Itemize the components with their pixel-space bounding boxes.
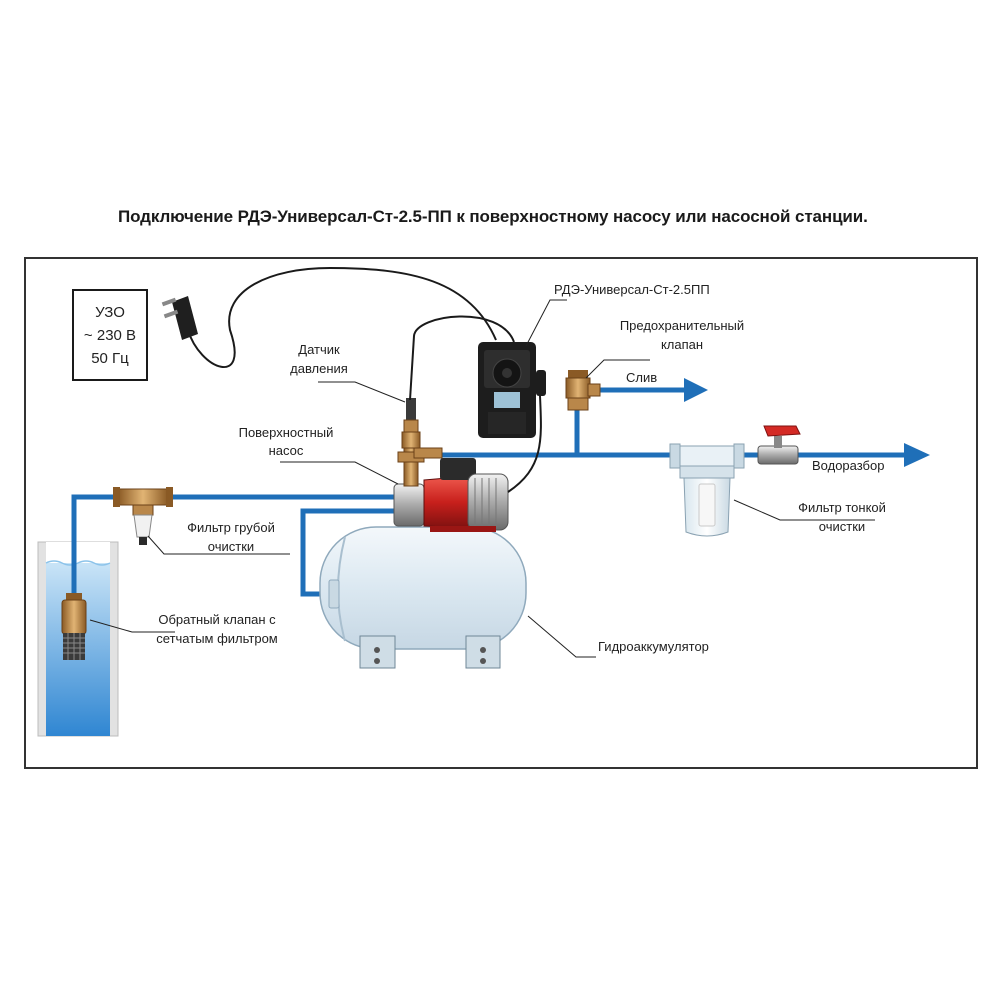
tank-pipe <box>300 508 398 597</box>
pump-cable <box>507 395 542 493</box>
pump-label-line2: насос <box>269 443 304 458</box>
uzo-label-line2: ~ 230 В <box>84 327 136 344</box>
check-valve-label-line1: Обратный клапан с <box>158 612 276 627</box>
pressure-sensor <box>401 398 421 449</box>
sensor-label-line2: давления <box>290 361 348 376</box>
rde-controller <box>478 342 546 438</box>
uzo-label-line1: УЗО <box>95 304 125 321</box>
pump-label-line1: Поверхностный <box>239 425 334 440</box>
check-valve-with-strainer <box>61 593 87 660</box>
safety-valve-label-line1: Предохранительный <box>620 318 744 333</box>
leader-lines <box>89 299 875 658</box>
cables <box>187 266 542 493</box>
drain-arrow-icon <box>684 378 708 402</box>
sensor-label-line1: Датчик <box>298 342 340 357</box>
power-plug-icon <box>161 296 198 340</box>
fine-filter-label-line1: Фильтр тонкой <box>798 500 886 515</box>
drain-label: Слив <box>626 370 657 385</box>
coarse-filter-label-line1: Фильтр грубой <box>187 520 275 535</box>
fine-filter <box>669 443 745 537</box>
safety-valve <box>565 370 601 411</box>
check-valve-label-line2: сетчатым фильтром <box>156 631 278 646</box>
coarse-filter-label-line2: очистки <box>208 539 254 554</box>
controller-label: РДЭ-Универсал-Ст-2.5ПП <box>554 282 710 297</box>
fine-filter-label-line2: очистки <box>819 519 865 534</box>
accumulator-label: Гидроаккумулятор <box>598 639 709 654</box>
uzo-box: УЗО ~ 230 В 50 Гц <box>72 289 148 381</box>
ball-valve <box>757 425 801 465</box>
suction-pipe <box>71 494 398 600</box>
sensor-cable <box>409 315 515 401</box>
diagram-title: Подключение РДЭ-Универсал-Ст-2.5-ПП к по… <box>118 207 868 226</box>
surface-pump <box>393 447 509 532</box>
outlet-arrow-icon <box>904 443 930 467</box>
water-outlet-label: Водоразбор <box>812 458 884 473</box>
power-cable <box>187 266 497 369</box>
coarse-filter <box>113 487 173 545</box>
hydroaccumulator <box>319 518 527 669</box>
diagram-frame <box>24 257 978 769</box>
safety-valve-label-line2: клапан <box>661 337 703 352</box>
uzo-label-line3: 50 Гц <box>91 350 129 367</box>
